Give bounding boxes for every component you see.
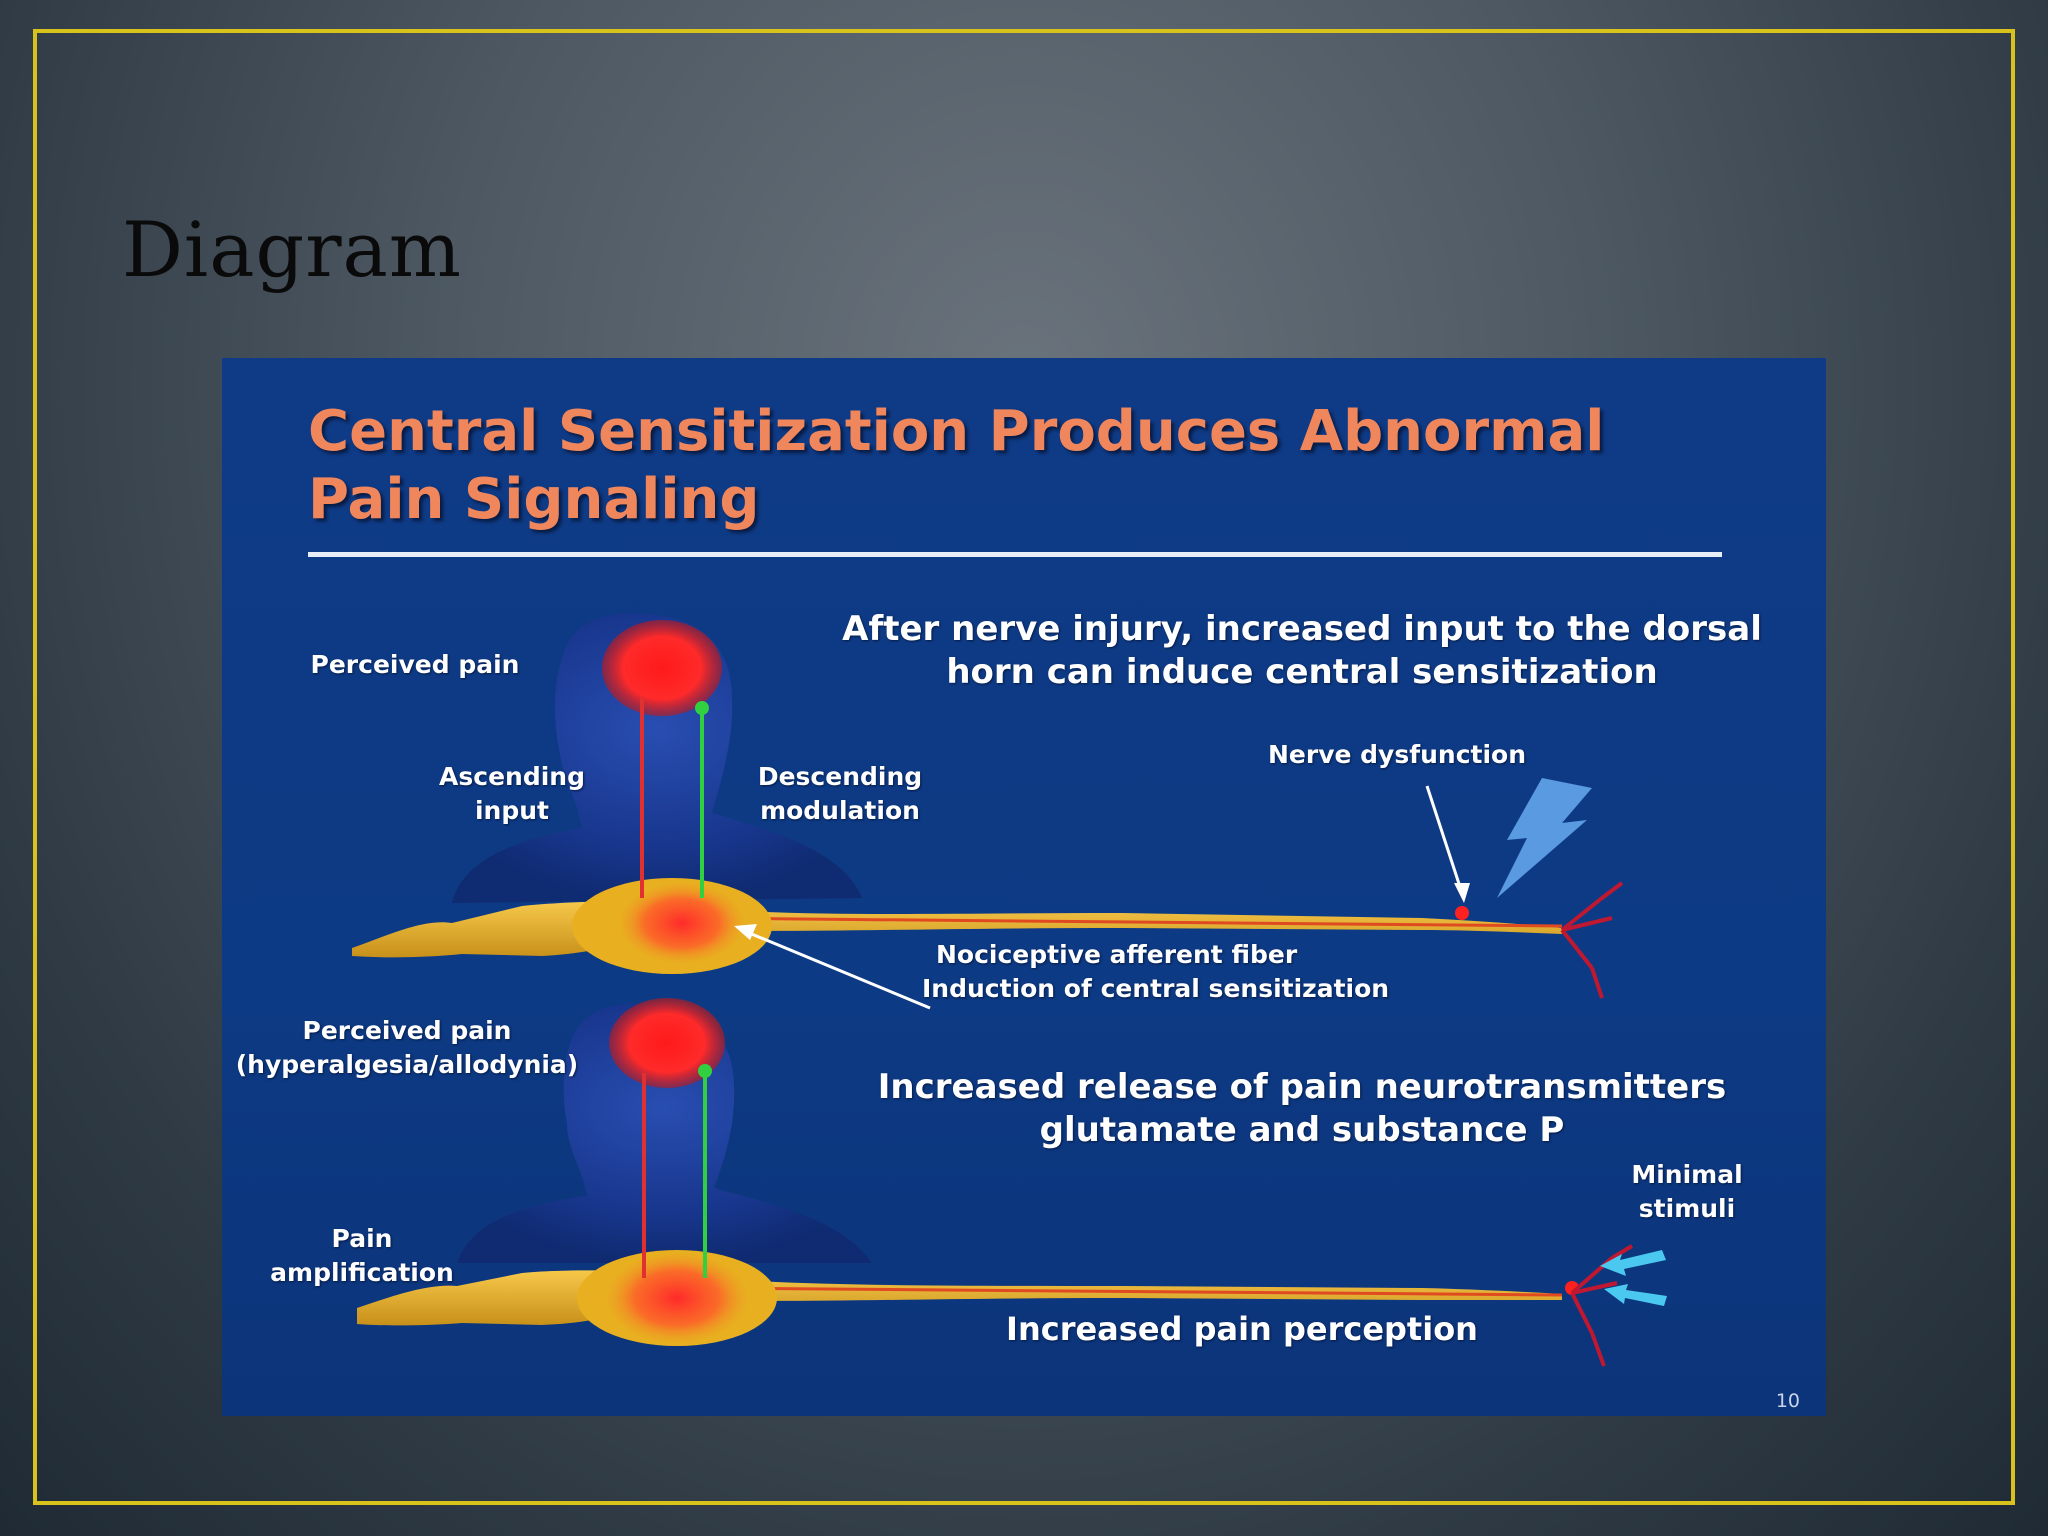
nerve-dysfunction-arrowhead <box>1454 883 1470 903</box>
label-minimal-line1: Minimal <box>1631 1160 1743 1189</box>
upper-nerve-core-line <box>691 916 1563 928</box>
label-nociceptive-line1: Nociceptive afferent fiber <box>936 940 1298 969</box>
label-amplification-line1: Pain <box>331 1224 393 1253</box>
lower-nerve-endings <box>1570 1244 1634 1367</box>
upper-brain-pain-icon <box>602 620 722 716</box>
label-minimal-line2: stimuli <box>1638 1194 1736 1223</box>
slide-title: Diagram <box>122 205 462 294</box>
lower-figure <box>357 998 1667 1367</box>
nerve-dysfunction-point-icon <box>1455 906 1469 920</box>
label-nerve-dysfunction: Nerve dysfunction <box>1267 740 1527 769</box>
label-descending-modulation: Descending modulation <box>740 760 940 828</box>
caption-nerve-injury: After nerve injury, increased input to t… <box>822 608 1782 694</box>
label-pain-amplification: Pain amplification <box>252 1222 472 1290</box>
lower-nerve-core-line <box>696 1286 1563 1297</box>
caption-nerve-injury-line1: After nerve injury, increased input to t… <box>842 609 1762 649</box>
minimal-stimuli-arrow-icon-2 <box>1604 1284 1667 1306</box>
figure-title-line1: Central Sensitization Produces Abnormal <box>308 399 1605 464</box>
label-ascending-line2: input <box>474 796 549 825</box>
nerve-dysfunction-arrow <box>1425 785 1464 894</box>
caption-nerve-injury-line2: horn can induce central sensitization <box>946 652 1658 692</box>
caption-neurotransmitters-line1: Increased release of pain neurotransmitt… <box>877 1067 1727 1107</box>
label-ascending-input: Ascending input <box>422 760 602 828</box>
upper-figure <box>352 613 1624 1010</box>
lower-cord-amplification-icon <box>607 1253 747 1343</box>
label-descending-line1: Descending <box>757 762 923 791</box>
caption-neurotransmitters-line2: glutamate and substance P <box>1039 1110 1565 1150</box>
upper-nerve-endings <box>1560 881 1624 999</box>
label-nociceptive-fiber: Nociceptive afferent fiber Induction of … <box>922 938 1462 1006</box>
figure-title: Central Sensitization Produces Abnormal … <box>308 398 1758 534</box>
label-perceived-pain2-line2: (hyperalgesia/allodynia) <box>235 1050 579 1079</box>
upper-head-silhouette <box>452 613 862 903</box>
label-minimal-stimuli: Minimal stimuli <box>1612 1158 1762 1226</box>
label-perceived-pain-hyperalgesia: Perceived pain (hyperalgesia/allodynia) <box>222 1014 592 1082</box>
sensitization-illustration <box>352 613 1667 1367</box>
slide-frame <box>33 29 2015 1505</box>
minimal-stimuli-arrow-icon <box>1600 1250 1666 1276</box>
caption-neurotransmitters: Increased release of pain neurotransmitt… <box>822 1066 1782 1152</box>
slide-number: 10 <box>1775 1390 1800 1412</box>
label-nociceptive-line2: Induction of central sensitization <box>922 974 1390 1003</box>
upper-cord-sensitization-icon <box>620 883 744 963</box>
lower-brain-pain-icon <box>609 998 725 1088</box>
label-increased-pain-perception: Increased pain perception <box>1006 1310 1478 1348</box>
label-descending-line2: modulation <box>760 796 920 825</box>
upper-descending-node-icon <box>695 701 709 715</box>
title-divider <box>308 552 1722 557</box>
lower-head-silhouette <box>457 1003 872 1263</box>
induction-pointer-arrowhead <box>734 924 757 940</box>
figure-title-line2: Pain Signaling <box>308 467 760 532</box>
lightning-bolt-icon <box>1497 778 1592 898</box>
label-amplification-line2: amplification <box>270 1258 454 1287</box>
diagram-panel: Central Sensitization Produces Abnormal … <box>222 358 1826 1416</box>
label-perceived-pain: Perceived pain <box>310 650 520 679</box>
lower-descending-node-icon <box>698 1064 712 1078</box>
label-ascending-line1: Ascending <box>439 762 585 791</box>
induction-pointer-line <box>741 928 931 1010</box>
label-perceived-pain2-line1: Perceived pain <box>302 1016 512 1045</box>
